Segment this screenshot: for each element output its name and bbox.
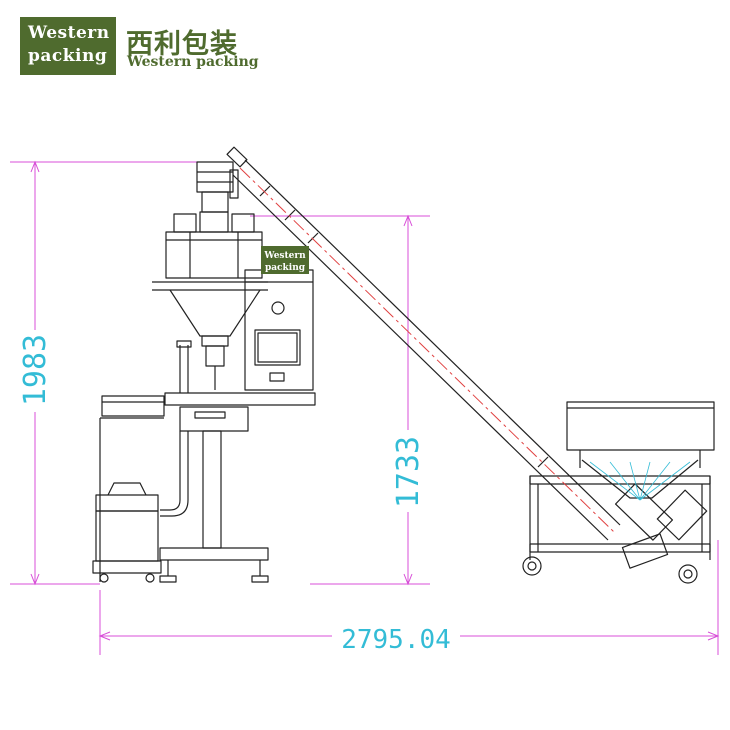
conveyor-drive-motor — [614, 483, 708, 569]
dimension-1733-lines — [250, 214, 430, 586]
dimension-2795-label: 2795.04 — [341, 625, 451, 655]
logo-badge-line1: Western — [28, 23, 110, 43]
machine-badge-line1: Western — [263, 251, 306, 261]
hopper-stand — [522, 475, 711, 584]
company-logo-badge: Western packing — [20, 17, 116, 75]
control-cabinet — [244, 269, 314, 391]
filler-hopper-housing — [165, 211, 263, 279]
machine-badge-line2: packing — [265, 263, 306, 273]
machine-logo-badge: Western packing — [261, 246, 309, 274]
cone-hopper — [152, 281, 268, 390]
company-english-name: Western packing — [127, 54, 259, 70]
logo-badge-line2: packing — [28, 46, 108, 66]
feeding-hopper — [566, 401, 715, 499]
conveyor-centerline — [239, 167, 615, 533]
container-cart — [92, 482, 162, 583]
auger-motor — [196, 161, 239, 213]
dimension-2795-lines — [98, 540, 720, 655]
dimension-1733-label: 1733 — [391, 436, 426, 508]
weighing-platform — [99, 395, 165, 582]
hopper-guide-lines — [589, 461, 691, 501]
dimension-1983-lines — [10, 160, 200, 586]
company-chinese-name: 西利包装 — [126, 29, 238, 60]
screw-conveyor — [226, 146, 621, 541]
main-frame — [159, 340, 316, 583]
dimension-1983-label: 1983 — [18, 334, 53, 406]
